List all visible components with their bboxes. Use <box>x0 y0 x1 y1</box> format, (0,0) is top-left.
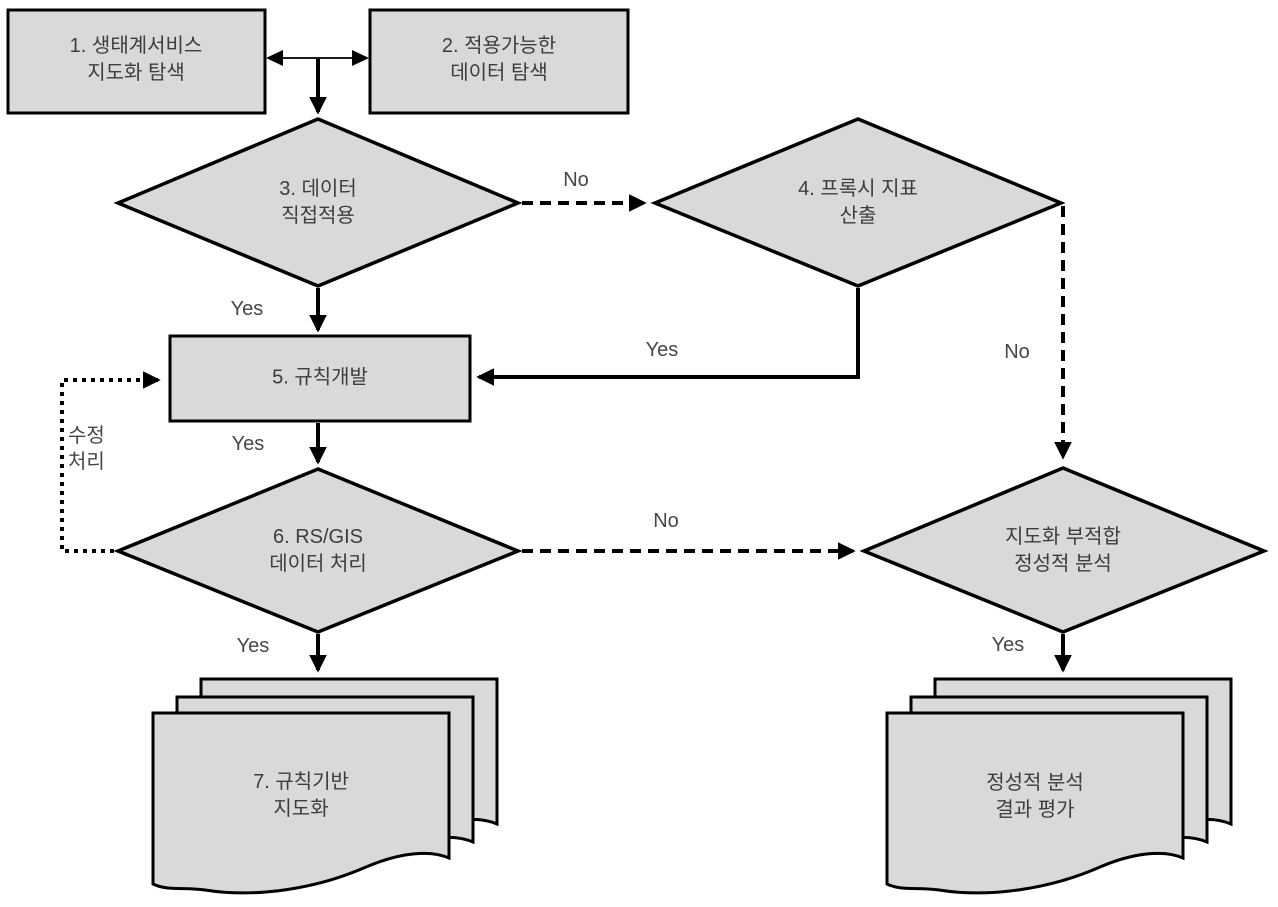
edge-label-yes-rule-to-rsgis: Yes <box>231 433 265 455</box>
edge-label-no-proxy-down: No <box>1004 341 1030 363</box>
doc-qualitative-result-label: 정성적 분석 결과 평가 <box>986 770 1084 824</box>
doc-rule-mapping-label: 7. 규칙기반 지도화 <box>253 769 349 823</box>
node-rsgis-processing-diamond <box>113 467 523 634</box>
edge-label-revise: 수정 처리 <box>68 423 105 475</box>
edge-label-revise-line1: 수정 <box>68 425 105 447</box>
node-proxy-indicator-line2: 산출 <box>839 205 877 227</box>
node-unsuitable-diamond <box>859 466 1269 634</box>
node-explore-mapping-box <box>6 8 267 115</box>
node-explore-mapping-line1: 1. 생태계서비스 <box>69 35 203 57</box>
edge-label-no-rsgis-to-unsuitable: No <box>653 510 679 532</box>
node-explore-mapping-label: 1. 생태계서비스 지도화 탐색 <box>70 33 203 87</box>
edge-proxy-yes-to-rule-dev <box>476 288 860 386</box>
node-rule-dev-box <box>168 334 472 423</box>
node-rsgis-processing-label: 6. RS/GIS 데이터 처리 <box>269 524 367 578</box>
edge-label-yes-proxy-to-rule: Yes <box>645 339 679 361</box>
node-rsgis-processing-line1: 6. RS/GIS <box>272 526 364 548</box>
node-proxy-indicator-label: 4. 프록시 지표 산출 <box>798 176 918 230</box>
node-explore-data-label: 2. 적용가능한 데이터 탐색 <box>442 33 556 87</box>
edge-label-yes-direct-to-rule: Yes <box>230 298 264 320</box>
edge-revise-loop-to-rule-dev <box>60 371 161 553</box>
doc-rule-mapping-line1: 7. 규칙기반 <box>253 771 349 793</box>
doc-qualitative-result-line2: 결과 평가 <box>995 799 1075 821</box>
node-explore-mapping-line2: 지도화 탐색 <box>87 62 185 84</box>
edge-label-yes-rsgis-to-mapping: Yes <box>236 635 270 657</box>
node-proxy-indicator-line1: 4. 프록시 지표 <box>798 178 918 200</box>
node-unsuitable-line2: 정성적 분석 <box>1014 553 1112 575</box>
node-direct-apply-label: 3. 데이터 직접적용 <box>279 176 356 230</box>
doc-rule-mapping-line2: 지도화 <box>273 798 329 820</box>
node-direct-apply-diamond <box>113 117 523 288</box>
node-explore-data-box <box>368 8 630 115</box>
arrowhead-left-icon <box>266 50 283 66</box>
edge-label-no-direct-to-proxy: No <box>563 169 589 191</box>
doc-qualitative-result-line1: 정성적 분석 <box>986 772 1084 794</box>
node-unsuitable-line1: 지도화 부적합 <box>1005 526 1121 548</box>
node-rule-dev-label: 5. 규칙개발 <box>272 366 368 389</box>
node-rsgis-processing-line2: 데이터 처리 <box>269 553 367 575</box>
edge-label-yes-unsuitable-down: Yes <box>991 634 1025 656</box>
node-proxy-indicator-diamond <box>650 117 1066 288</box>
node-explore-data-line1: 2. 적용가능한 <box>441 35 557 57</box>
arrowhead-right-icon <box>352 50 369 66</box>
node-direct-apply-line1: 3. 데이터 <box>279 178 357 200</box>
node-unsuitable-label: 지도화 부적합 정성적 분석 <box>1005 524 1121 578</box>
node-direct-apply-line2: 직접적용 <box>281 205 355 227</box>
node-explore-data-line2: 데이터 탐색 <box>450 62 548 84</box>
edge-label-revise-line2: 처리 <box>68 451 105 473</box>
